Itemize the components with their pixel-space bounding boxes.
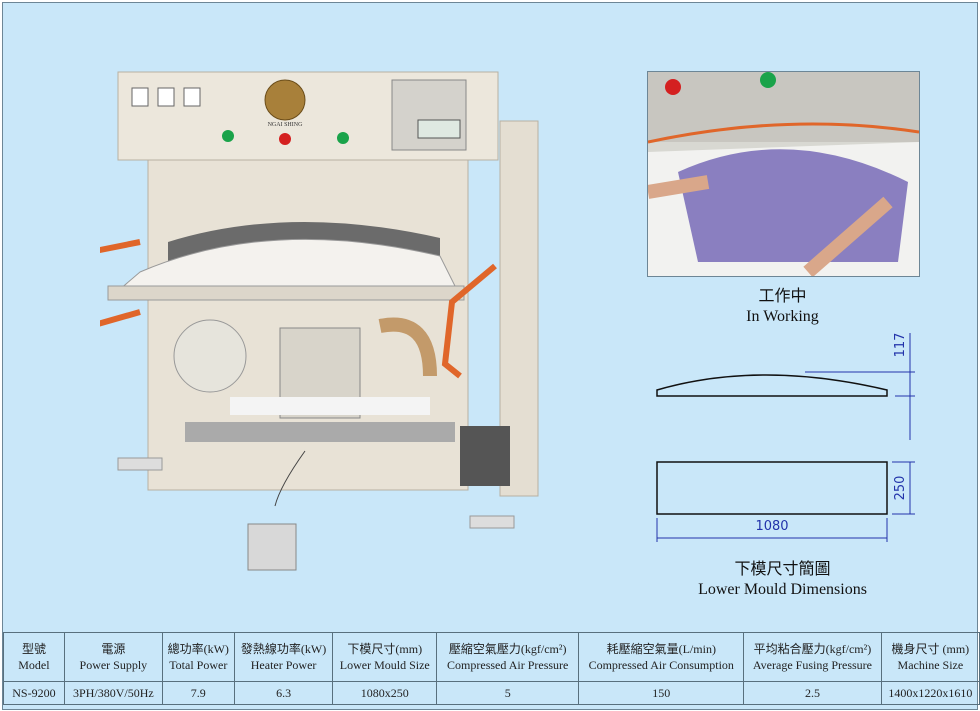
table-cell: 1400x1220x1610 — [880, 681, 980, 705]
header-zh: 型號 — [21, 642, 46, 656]
header-zh: 發熱線功率(kW) — [240, 642, 327, 656]
lcd-display — [417, 119, 461, 139]
header-cell: 壓縮空氣壓力(kgf/cm²) Compressed Air Pressure — [436, 632, 580, 682]
table-cell: 150 — [578, 681, 745, 705]
left-foot — [117, 457, 163, 471]
air-filter — [460, 426, 510, 486]
header-en: Machine Size — [897, 658, 964, 672]
base-bar — [185, 422, 455, 442]
working-caption: 工作中 In Working — [680, 287, 885, 327]
mould-side-profile — [656, 374, 888, 397]
working-caption-zh: 工作中 — [758, 288, 807, 305]
header-cell: 型號 Model — [3, 632, 65, 682]
control-panel — [391, 79, 467, 151]
table-cell: NS-9200 — [3, 681, 65, 705]
header-zh: 總功率(kW) — [167, 642, 229, 656]
right-rail — [441, 263, 497, 379]
logo-emblem — [264, 79, 306, 121]
header-cell: 平均粘合壓力(kgf/cm²) Average Fusing Pressure — [743, 632, 882, 682]
table-cell: 6.3 — [233, 681, 334, 705]
meter-2 — [157, 87, 175, 107]
table-cell: 2.5 — [743, 681, 882, 705]
header-en: Compressed Air Pressure — [447, 658, 569, 672]
header-zh: 壓縮空氣壓力(kgf/cm²) — [448, 642, 567, 656]
header-en: Heater Power — [250, 658, 317, 672]
height-label: 117 — [893, 333, 908, 358]
table-header-row: 型號 Model 電源 Power Supply 總功率(kW) Total Power 發… — [3, 632, 980, 682]
header-zh: 電源 — [101, 642, 126, 656]
header-zh: 機身尺寸 (mm) — [891, 642, 970, 656]
header-cell: 總功率(kW) Total Power — [161, 632, 235, 682]
width-label: 250 — [893, 476, 908, 501]
duct — [378, 317, 437, 377]
foot-pedal — [247, 523, 297, 571]
mould-top-view — [656, 461, 888, 515]
header-en: Power Supply — [79, 658, 148, 672]
header-cell: 電源 Power Supply — [63, 632, 163, 682]
meter-1 — [131, 87, 149, 107]
logo-text: NGAI SHING — [268, 122, 303, 128]
red-button — [279, 133, 291, 145]
header-en: Lower Mould Size — [339, 658, 430, 672]
header-en: Total Power — [169, 658, 228, 672]
header-zh: 下模尺寸(mm) — [347, 642, 423, 656]
header-cell: 下模尺寸(mm) Lower Mould Size — [332, 632, 438, 682]
pedal-cable — [274, 450, 306, 507]
header-en: Model — [18, 658, 50, 672]
mould-tray — [107, 285, 465, 301]
meter-3 — [183, 87, 201, 107]
left-rail — [100, 239, 141, 327]
right-foot — [469, 515, 515, 529]
mould-caption: 下模尺寸簡圖 Lower Mould Dimensions — [660, 560, 905, 600]
machine-photo: NGAI SHING — [100, 71, 539, 571]
mould-dimension-drawing: 117 250 1080 — [656, 333, 915, 542]
mould-caption-en: Lower Mould Dimensions — [698, 581, 867, 598]
working-caption-en: In Working — [746, 308, 819, 325]
working-photo — [647, 71, 920, 277]
green-button — [222, 130, 234, 142]
spec-table: 型號 Model 電源 Power Supply 總功率(kW) Total Power 發… — [3, 632, 980, 705]
table-cell: 7.9 — [161, 681, 235, 705]
green-button-2 — [337, 132, 349, 144]
length-label: 1080 — [755, 519, 788, 534]
header-cell: 機身尺寸 (mm) Machine Size — [880, 632, 980, 682]
header-zh: 耗壓縮空氣量(L/min) — [606, 642, 716, 656]
header-cell: 發熱線功率(kW) Heater Power — [233, 632, 334, 682]
header-zh: 平均粘合壓力(kgf/cm²) — [753, 642, 872, 656]
header-en: Compressed Air Consumption — [588, 658, 734, 672]
blower — [173, 319, 247, 393]
header-cell: 耗壓縮空氣量(L/min) Compressed Air Consumption — [578, 632, 745, 682]
table-cell: 1080x250 — [332, 681, 438, 705]
header-en: Average Fusing Pressure — [752, 658, 872, 672]
mould-caption-zh: 下模尺寸簡圖 — [734, 561, 831, 578]
lower-mould — [110, 238, 461, 297]
table-cell: 5 — [436, 681, 580, 705]
table-cell: 3PH/380V/50Hz — [63, 681, 163, 705]
